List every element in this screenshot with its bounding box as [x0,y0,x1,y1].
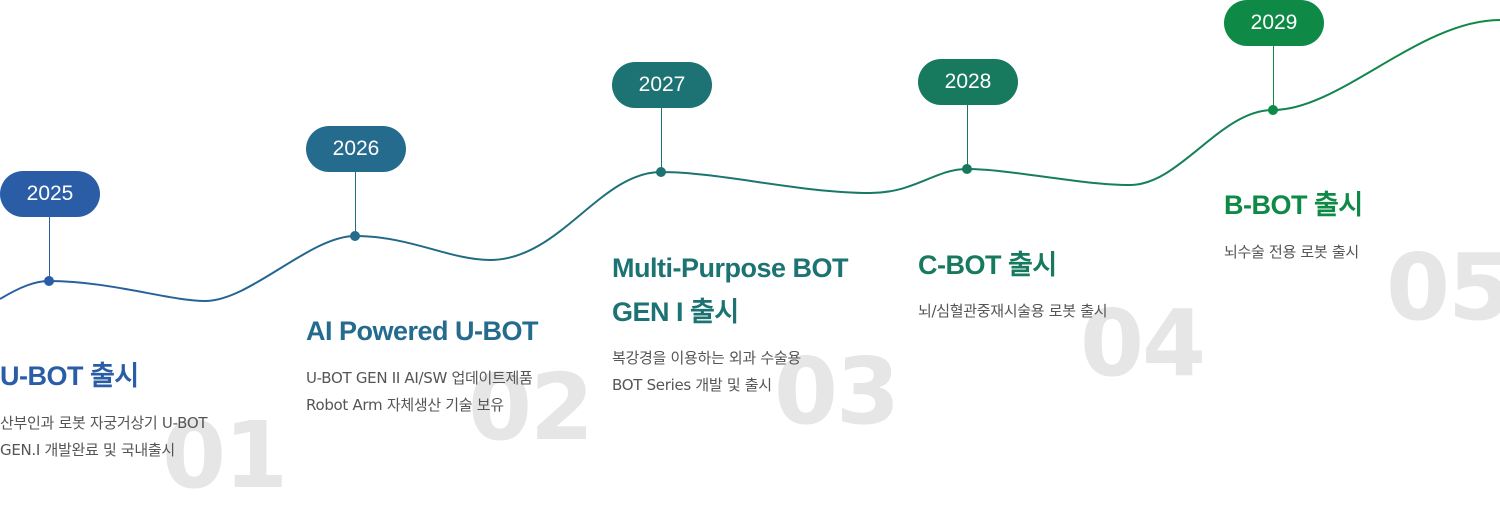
milestone-3-desc-line-1: 복강경을 이용하는 외과 수술용 [612,349,801,367]
milestone-5-watermark-number: 05 [1386,234,1500,341]
milestone-3-dot [656,167,666,177]
milestone-4-title-line: C-BOT 출시 [918,250,1057,280]
milestone-3-title: Multi-Purpose BOT GEN I 출시 [612,246,849,334]
milestone-4-title: C-BOT 출시 [918,243,1057,287]
milestone-5-dot [1268,105,1278,115]
milestone-3-stem [661,107,662,172]
milestone-4-watermark-number: 04 [1080,290,1206,397]
milestone-2-desc-line-2: Robot Arm 자체생산 기술 보유 [306,396,504,414]
milestone-4-dot [962,164,972,174]
milestone-1-desc-line-1: 산부인과 로봇 자궁거상기 U-BOT [0,414,208,432]
milestone-2-title-line: AI Powered U-BOT [306,316,539,346]
milestone-5-description: 뇌수술 전용 로봇 출시 [1224,239,1359,266]
milestone-5-stem [1273,45,1274,110]
milestone-2-description: U-BOT GEN II AI/SW 업데이트제품 Robot Arm 자체생산… [306,365,533,419]
milestone-3-year-pill: 2027 [612,62,712,108]
milestone-1-title-line: U-BOT 출시 [0,361,139,391]
milestone-4-stem [967,104,968,169]
growth-curve-line [0,19,1500,303]
milestone-2-year-pill: 2026 [306,126,406,172]
milestone-3-description: 복강경을 이용하는 외과 수술용 BOT Series 개발 및 출시 [612,345,801,399]
milestone-2-dot [350,231,360,241]
milestone-5-year-pill: 2029 [1224,0,1324,46]
milestone-2-title: AI Powered U-BOT [306,309,539,353]
milestone-3-watermark-number: 03 [774,338,900,445]
milestone-1-year-pill: 2025 [0,171,100,217]
milestone-3-desc-line-2: BOT Series 개발 및 출시 [612,376,772,394]
milestone-5-desc-line-1: 뇌수술 전용 로봇 출시 [1224,243,1359,261]
milestone-5-title-line: B-BOT 출시 [1224,190,1363,220]
milestone-2-stem [355,171,356,236]
milestone-3-title-line-1: Multi-Purpose BOT [612,253,849,283]
milestone-2-watermark-number: 02 [468,354,594,461]
milestone-2-desc-line-1: U-BOT GEN II AI/SW 업데이트제품 [306,369,533,387]
milestone-1-stem [49,216,50,281]
milestone-1-dot [44,276,54,286]
milestone-4-year-pill: 2028 [918,59,1018,105]
milestone-1-description: 산부인과 로봇 자궁거상기 U-BOT GEN.I 개발완료 및 국내출시 [0,410,208,464]
milestone-4-desc-line-1: 뇌/심혈관중재시술용 로봇 출시 [918,302,1108,320]
milestone-1-desc-line-2: GEN.I 개발완료 및 국내출시 [0,441,175,459]
milestone-3-title-line-2: GEN I 출시 [612,297,739,327]
milestone-1-watermark-number: 01 [162,402,288,509]
milestone-1-title: U-BOT 출시 [0,354,139,398]
milestone-5-title: B-BOT 출시 [1224,183,1363,227]
milestone-4-description: 뇌/심혈관중재시술용 로봇 출시 [918,298,1108,325]
